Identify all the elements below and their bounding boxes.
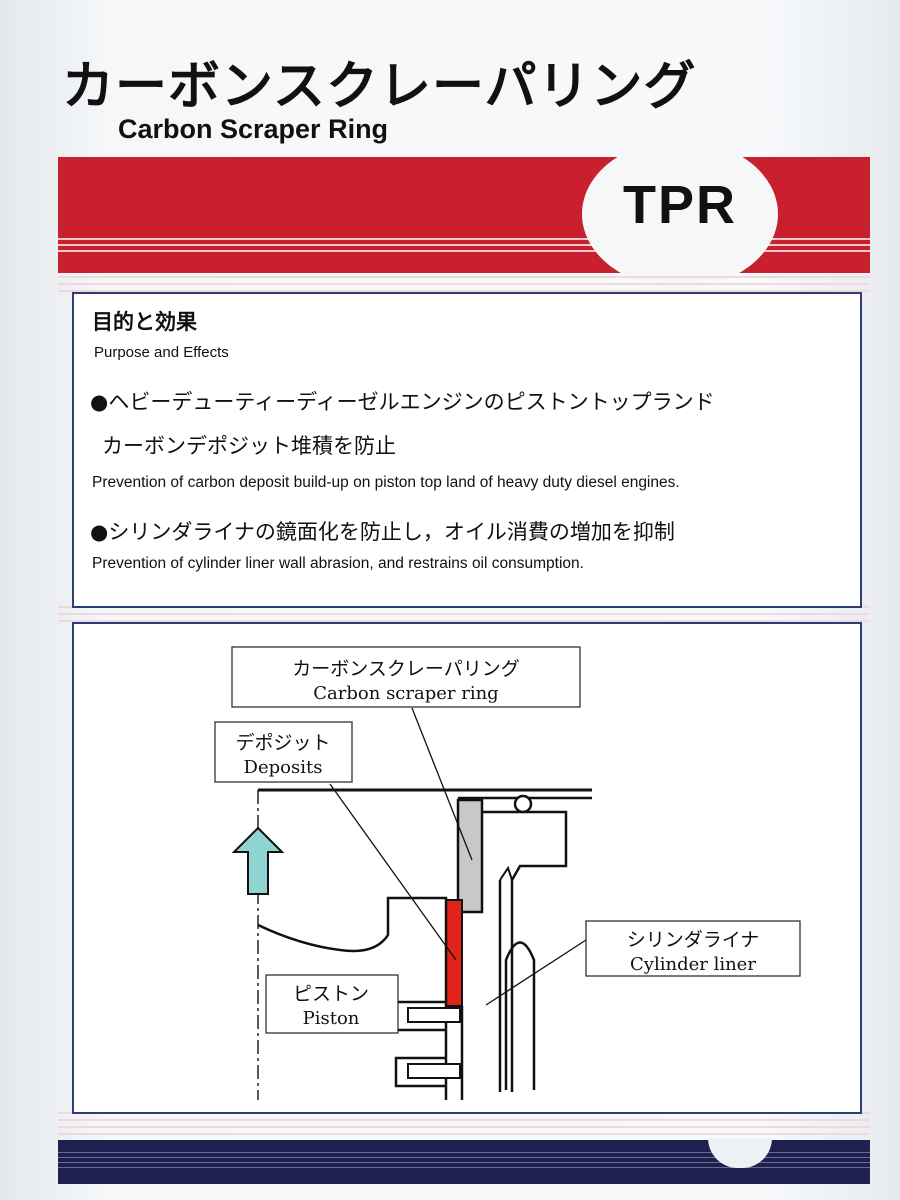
purpose-box xyxy=(72,292,862,608)
liner-cooling-rib xyxy=(504,941,536,1090)
label-liner-jp: シリンダライナ xyxy=(627,929,760,951)
logo-circle xyxy=(582,140,778,288)
label-deposit-jp: デポジット xyxy=(235,732,330,754)
ring-groove-2 xyxy=(394,1056,446,1088)
bullet-1-en: Prevention of carbon deposit build-up on… xyxy=(92,474,680,491)
piston-ring-1 xyxy=(407,1007,461,1023)
footer-band-stripes xyxy=(58,1152,870,1168)
divider-lines-top xyxy=(58,276,870,292)
divider-lines-bottom xyxy=(58,1112,870,1138)
label-box-deposit xyxy=(214,721,353,783)
bullet-1-jp-line2: カーボンデポジット堆積を防止 xyxy=(102,434,396,458)
title-en: Carbon Scraper Ring xyxy=(118,114,389,144)
label-deposit-en: Deposits xyxy=(244,757,323,778)
label-piston-jp: ピストン xyxy=(293,983,369,1005)
piston-outline xyxy=(257,896,448,1100)
liner-top-edge xyxy=(499,865,513,881)
leader-liner xyxy=(485,939,587,1006)
purpose-heading-jp: 目的と効果 xyxy=(92,310,197,334)
purpose-heading-en: Purpose and Effects xyxy=(94,344,229,361)
label-box-piston xyxy=(265,974,399,1034)
up-arrow-icon xyxy=(231,826,285,895)
label-box-scraper xyxy=(231,646,581,708)
bullet-1-jp-line1: ●ヘビーデューティーディーゼルエンジンのピストントップランド xyxy=(90,390,715,414)
piston-ring-2 xyxy=(407,1063,461,1079)
bullet-2-jp: ●シリンダライナの鏡面化を防止し，オイル消費の増加を抑制 xyxy=(90,520,675,544)
liner-flange xyxy=(482,810,568,1092)
leader-deposit xyxy=(329,783,457,961)
deposit-layer xyxy=(445,899,463,1007)
label-scraper-en: Carbon scraper ring xyxy=(313,683,498,704)
label-liner-en: Cylinder liner xyxy=(630,954,756,975)
seal-ring-icon xyxy=(513,794,533,814)
label-piston-en: Piston xyxy=(303,1008,360,1029)
leader-scraper xyxy=(411,707,473,861)
title-jp: カーボンスクレーパリング xyxy=(62,57,697,117)
bullet-2-en: Prevention of cylinder liner wall abrasi… xyxy=(92,555,584,572)
divider-lines-middle xyxy=(58,606,870,622)
label-box-liner xyxy=(585,920,801,977)
tpr-logo: TPR xyxy=(623,175,737,235)
label-scraper-jp: カーボンスクレーパリング xyxy=(292,658,519,680)
